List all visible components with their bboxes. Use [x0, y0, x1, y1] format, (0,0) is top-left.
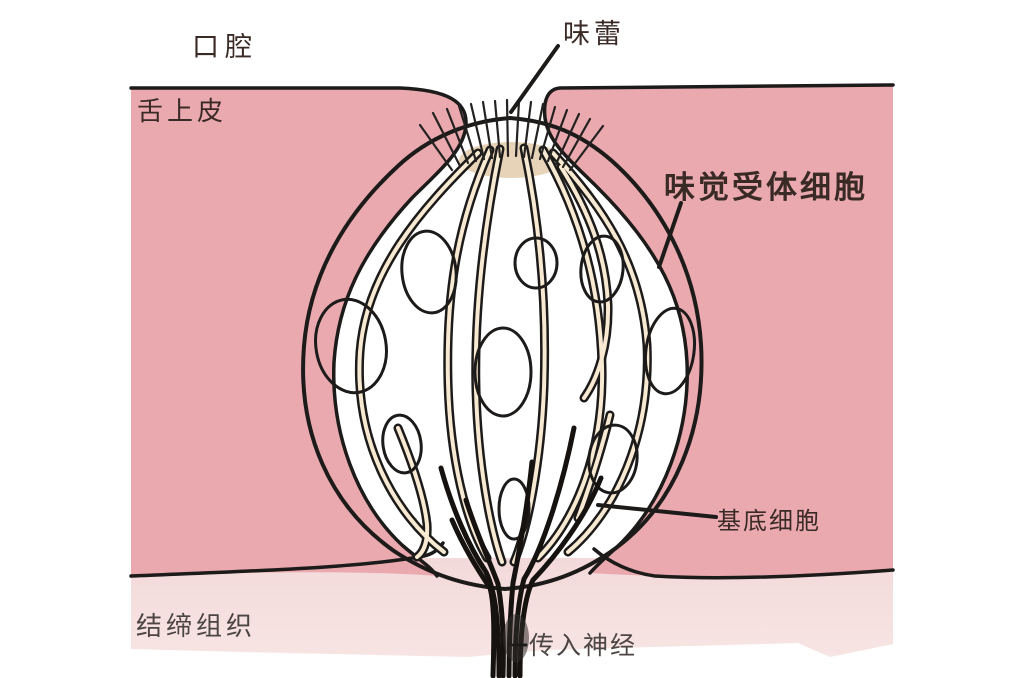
- taste-bud-label: 味蕾: [563, 19, 625, 49]
- afferent-nerve-label: 传入神经: [529, 632, 638, 660]
- leader-lines: [509, 44, 718, 647]
- taste-bud-leader-line: [509, 44, 560, 114]
- taste-pore-microvilli: [418, 98, 605, 172]
- taste-receptor-leader-line: [657, 201, 683, 269]
- afferent-nerve-fibers: [438, 425, 604, 678]
- basal-cells-label: 基底细胞: [717, 508, 821, 535]
- taste-receptor-cells-label: 味觉受体细胞: [664, 170, 868, 205]
- connective-tissue-label: 结缔组织: [136, 611, 257, 641]
- cell-nuclei: [314, 229, 697, 541]
- oral-cavity-label: 口腔: [192, 32, 258, 62]
- tongue-epithelium-left-shape: [129, 86, 468, 578]
- tongue-epithelium-label: 舌上皮: [137, 96, 228, 126]
- basal-cells-leader-line: [596, 503, 718, 519]
